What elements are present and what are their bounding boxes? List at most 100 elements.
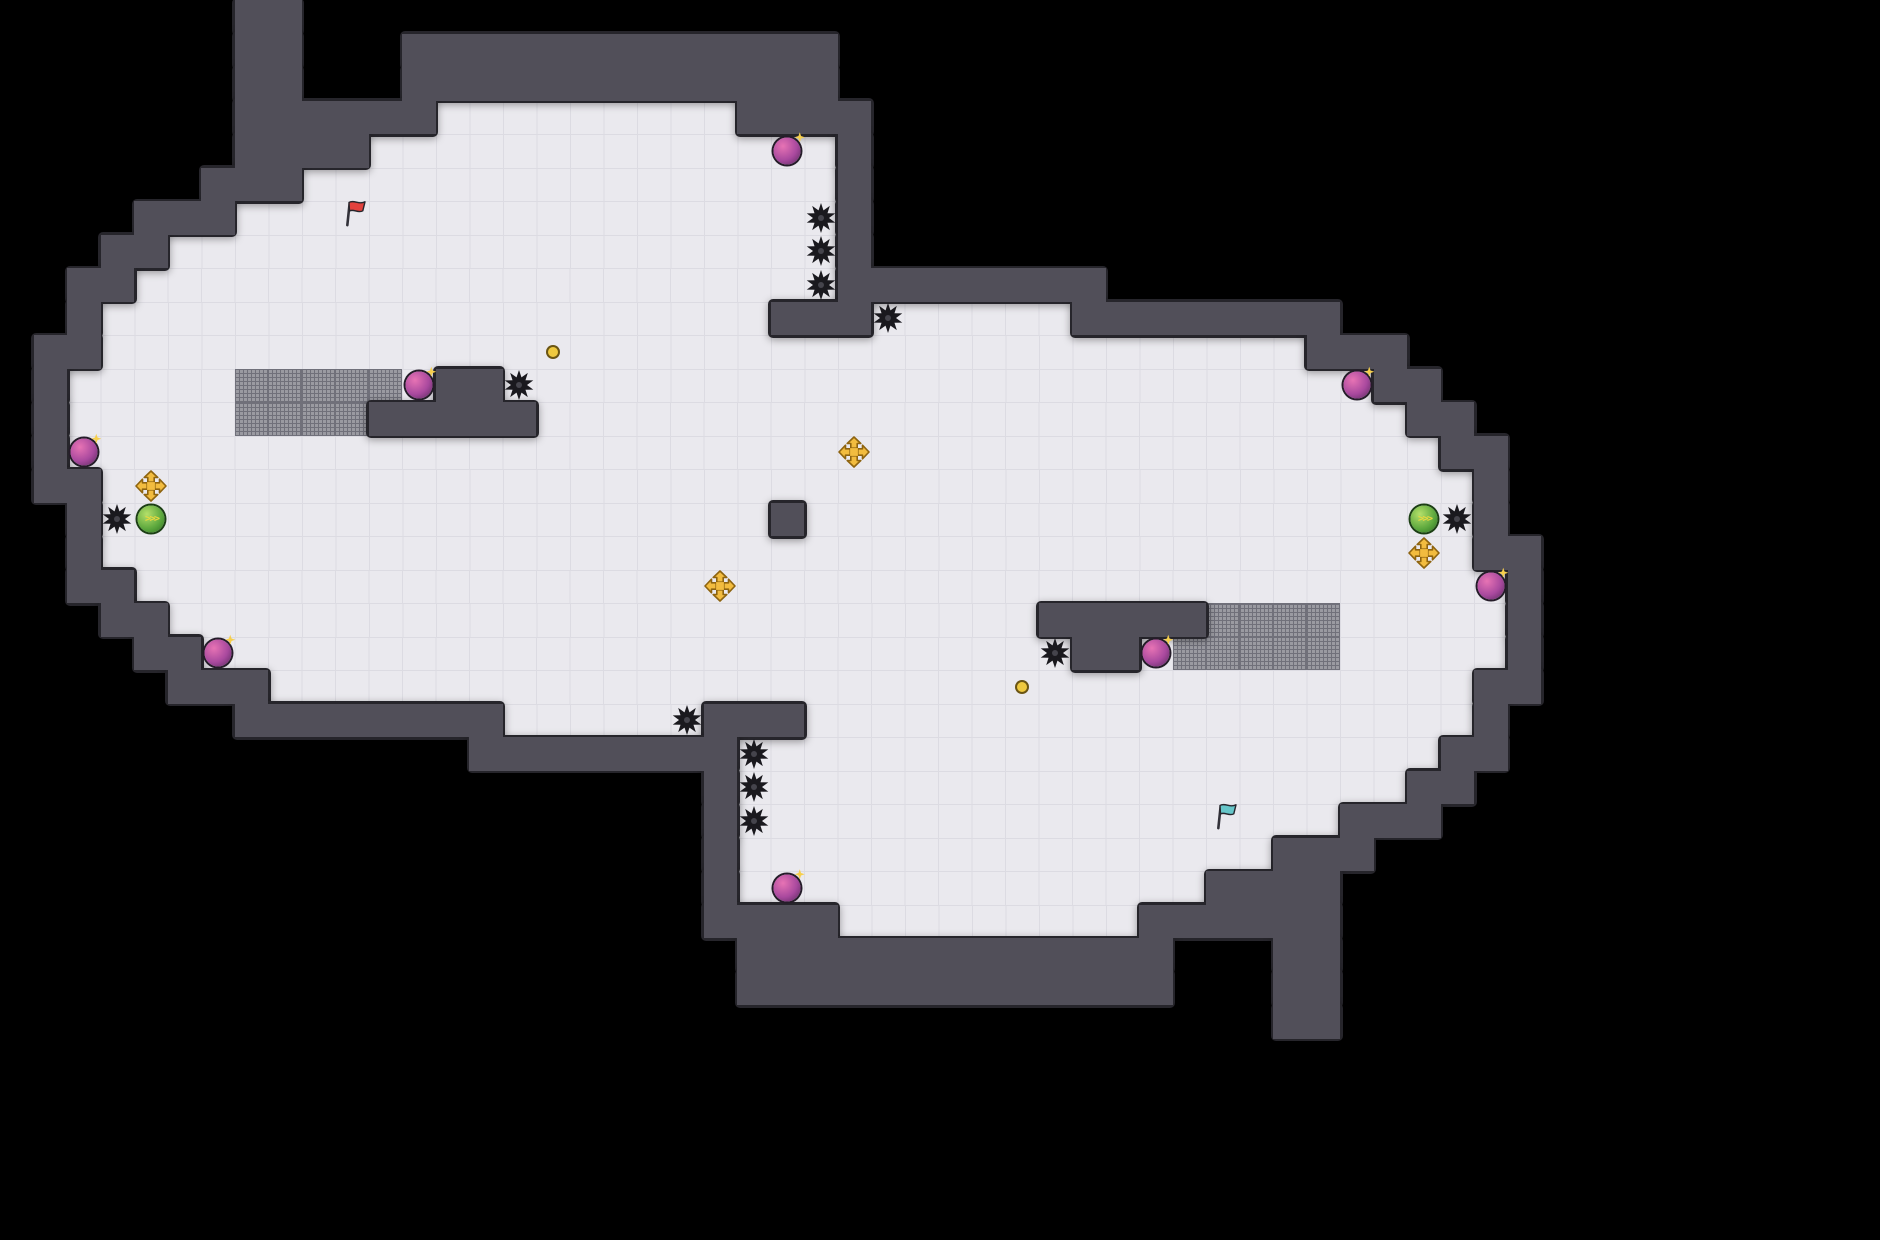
flag-red[interactable] <box>333 196 371 234</box>
powerup-cross-icon <box>704 570 737 603</box>
wall-block <box>234 134 369 168</box>
wall-block <box>67 536 101 570</box>
floor-tiles[interactable] <box>737 737 1441 771</box>
powerup-star[interactable] <box>703 569 737 603</box>
spike-icon <box>739 772 769 803</box>
floor-tiles[interactable] <box>368 134 838 168</box>
bomb[interactable] <box>773 869 805 902</box>
wall-block <box>737 938 1173 972</box>
gray-textured-tile <box>1273 636 1307 670</box>
wall-block <box>1440 737 1508 771</box>
spike-hazard <box>805 202 837 234</box>
powerup-star[interactable] <box>134 469 168 503</box>
floor-tiles[interactable] <box>301 167 838 201</box>
spike-hazard <box>671 704 703 736</box>
wall-block <box>837 234 871 268</box>
wall-block <box>33 469 101 503</box>
wall-block <box>837 167 871 201</box>
yellow-dot <box>547 346 558 357</box>
floor-tiles[interactable] <box>100 301 771 335</box>
floor-tiles[interactable] <box>804 703 1474 737</box>
floor-tiles[interactable] <box>167 234 838 268</box>
floor-tiles[interactable] <box>167 603 1039 637</box>
bomb-fuse-spark-icon <box>1498 567 1509 578</box>
floor-tiles[interactable] <box>67 435 1441 469</box>
wall-block <box>1273 1005 1340 1039</box>
floor-tiles[interactable] <box>804 502 1474 536</box>
spike-icon <box>504 370 534 401</box>
gray-textured-tile <box>1239 636 1273 670</box>
powerup-cross-icon <box>1407 536 1440 569</box>
wall-block <box>1373 368 1441 402</box>
wall-block <box>770 301 871 335</box>
wall-block <box>1474 502 1508 536</box>
wall-block <box>703 871 737 905</box>
floor-tiles[interactable] <box>502 368 1374 402</box>
floor-tiles[interactable] <box>737 871 1206 905</box>
gray-textured-tile <box>1273 603 1307 637</box>
powerup-star[interactable] <box>1407 536 1441 570</box>
wall-block <box>1306 335 1407 369</box>
wall-block <box>1407 402 1474 436</box>
wall-block <box>1407 770 1474 804</box>
floor-tiles[interactable] <box>234 201 838 235</box>
wall-block <box>1072 301 1340 335</box>
bomb[interactable] <box>70 433 102 466</box>
boost-arrows-icon: >>> <box>1417 513 1433 525</box>
gray-textured-tile <box>1306 636 1340 670</box>
wall-block <box>837 201 871 235</box>
floor-tiles[interactable] <box>737 770 1407 804</box>
floor-tiles[interactable] <box>737 837 1273 871</box>
boost-pad[interactable]: >>> <box>137 505 165 533</box>
wall-block <box>67 268 134 302</box>
bomb[interactable] <box>1343 366 1375 399</box>
bomb-fuse-spark-icon <box>91 433 102 444</box>
floor-tiles[interactable] <box>134 569 1508 603</box>
floor-tiles[interactable] <box>134 268 838 302</box>
flag-blue[interactable] <box>1204 799 1242 837</box>
bomb[interactable] <box>1477 567 1509 600</box>
powerup-star[interactable] <box>837 435 871 469</box>
wall-block <box>1474 469 1508 503</box>
wall-block <box>100 234 168 268</box>
wall-block <box>703 904 838 938</box>
powerup-cross-icon <box>838 436 871 469</box>
wall-block <box>737 100 871 134</box>
wall-block <box>469 737 737 771</box>
bomb-fuse-spark-icon <box>225 634 236 645</box>
floor-tiles[interactable] <box>100 469 1474 503</box>
wall-block <box>33 335 101 369</box>
floor-tiles[interactable] <box>536 402 1407 436</box>
floor-tiles[interactable] <box>435 100 737 134</box>
gray-textured-tile <box>268 402 302 436</box>
floor-tiles[interactable] <box>201 636 1072 670</box>
spike-hazard <box>1039 637 1071 669</box>
boost-pad[interactable]: >>> <box>1410 505 1438 533</box>
wall-block <box>1206 871 1340 905</box>
floor-tiles[interactable] <box>871 301 1072 335</box>
spike-hazard <box>503 369 535 401</box>
wall-block <box>1474 703 1508 737</box>
floor-tiles[interactable] <box>502 703 704 737</box>
bomb[interactable] <box>204 634 236 667</box>
floor-tiles[interactable] <box>737 804 1340 838</box>
wall-block <box>703 703 804 737</box>
floor-tiles[interactable] <box>268 670 1474 704</box>
bomb[interactable] <box>405 366 437 399</box>
floor-tiles[interactable] <box>837 904 1139 938</box>
floor-tiles[interactable] <box>100 335 1307 369</box>
bomb[interactable] <box>773 132 805 165</box>
floor-tiles[interactable] <box>100 502 771 536</box>
wall-block <box>234 67 302 101</box>
wall-block <box>234 703 503 737</box>
wall-block <box>737 971 1173 1005</box>
wall-block <box>234 0 302 34</box>
spike-icon <box>873 303 903 334</box>
spike-icon <box>806 236 836 267</box>
floor-tiles[interactable] <box>100 536 1474 570</box>
bomb[interactable] <box>1142 634 1174 667</box>
spike-icon <box>102 504 132 535</box>
spike-hazard <box>1441 503 1473 535</box>
